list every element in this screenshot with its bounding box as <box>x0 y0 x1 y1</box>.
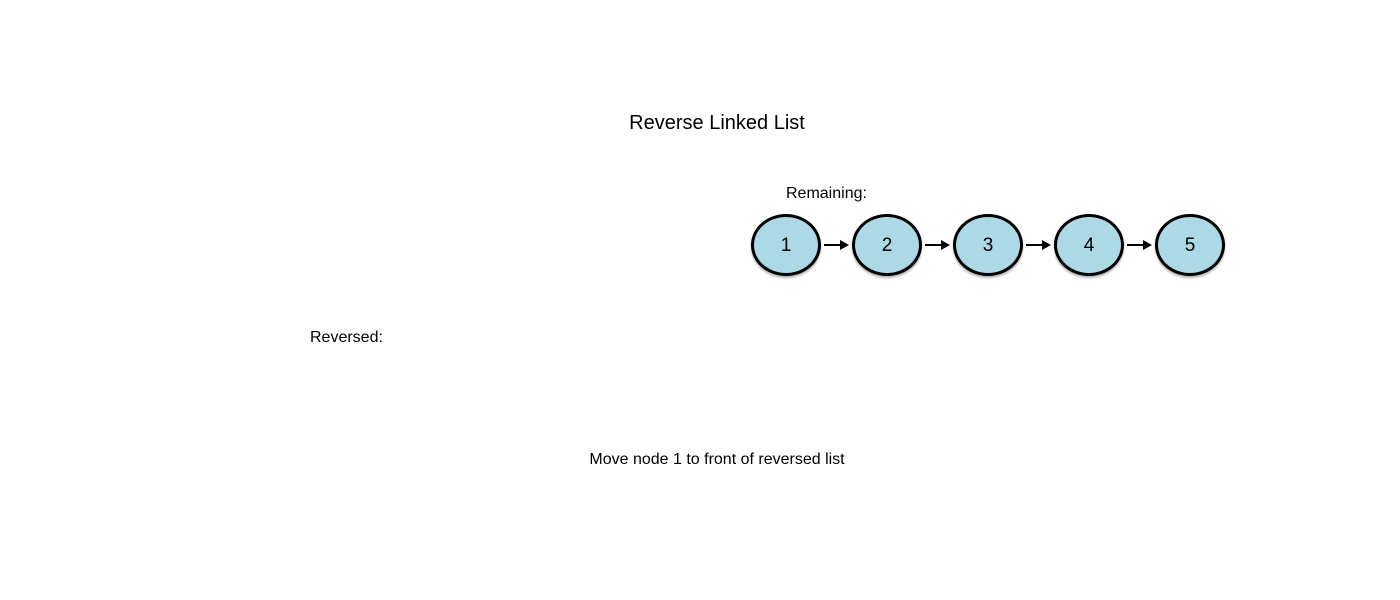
page-title: Reverse Linked List <box>629 112 805 134</box>
status-text: Move node 1 to front of reversed list <box>589 451 845 468</box>
list-node-5: 5 <box>1155 214 1225 276</box>
list-node-4: 4 <box>1054 214 1124 276</box>
reversed-list-label: Reversed: <box>310 329 383 346</box>
arrow-right-icon <box>821 214 852 276</box>
list-node-2: 2 <box>852 214 922 276</box>
remaining-list-label: Remaining: <box>786 185 867 202</box>
node-value: 2 <box>881 234 893 256</box>
node-value: 5 <box>1184 234 1196 256</box>
arrow-right-icon <box>922 214 953 276</box>
list-node-1: 1 <box>751 214 821 276</box>
node-value: 1 <box>780 234 792 256</box>
list-node-3: 3 <box>953 214 1023 276</box>
remaining-list: 1 2 3 4 <box>751 214 1225 276</box>
arrow-right-icon <box>1124 214 1155 276</box>
arrow-right-icon <box>1023 214 1054 276</box>
node-value: 3 <box>982 234 994 256</box>
node-value: 4 <box>1083 234 1095 256</box>
